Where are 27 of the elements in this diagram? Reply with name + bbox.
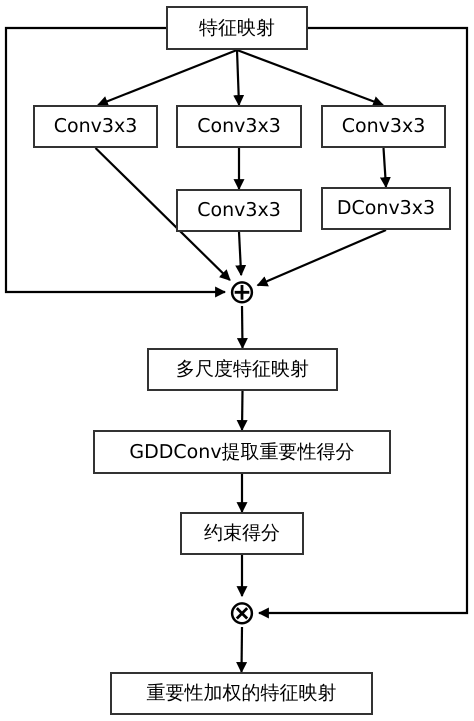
arrow xyxy=(233,50,244,106)
operator-symbol: ⊗ xyxy=(228,599,256,627)
arrow xyxy=(236,555,248,598)
arrow xyxy=(256,229,386,286)
arrow xyxy=(258,26,468,618)
arrow xyxy=(236,390,248,432)
arrow xyxy=(94,147,231,281)
process-box: 特征映射 xyxy=(166,6,308,50)
process-box: 多尺度特征映射 xyxy=(147,348,338,391)
process-box: Conv3x3 xyxy=(33,105,158,148)
arrow xyxy=(4,26,226,298)
arrow xyxy=(380,148,391,188)
arrow xyxy=(96,48,238,106)
arrow xyxy=(236,474,248,514)
process-box: GDDConv提取重要性得分 xyxy=(93,430,391,474)
process-box: 重要性加权的特征映射 xyxy=(110,672,373,715)
process-box: Conv3x3 xyxy=(321,105,446,148)
arrow xyxy=(236,48,384,107)
operator-symbol: ⊕ xyxy=(228,278,256,306)
arrow xyxy=(234,148,244,190)
arrow xyxy=(235,232,246,276)
process-box: 约束得分 xyxy=(180,512,304,555)
arrow xyxy=(236,306,248,350)
arrow xyxy=(236,626,248,674)
process-box: Conv3x3 xyxy=(176,189,302,232)
process-box: Conv3x3 xyxy=(176,105,302,148)
process-box: DConv3x3 xyxy=(321,187,451,230)
